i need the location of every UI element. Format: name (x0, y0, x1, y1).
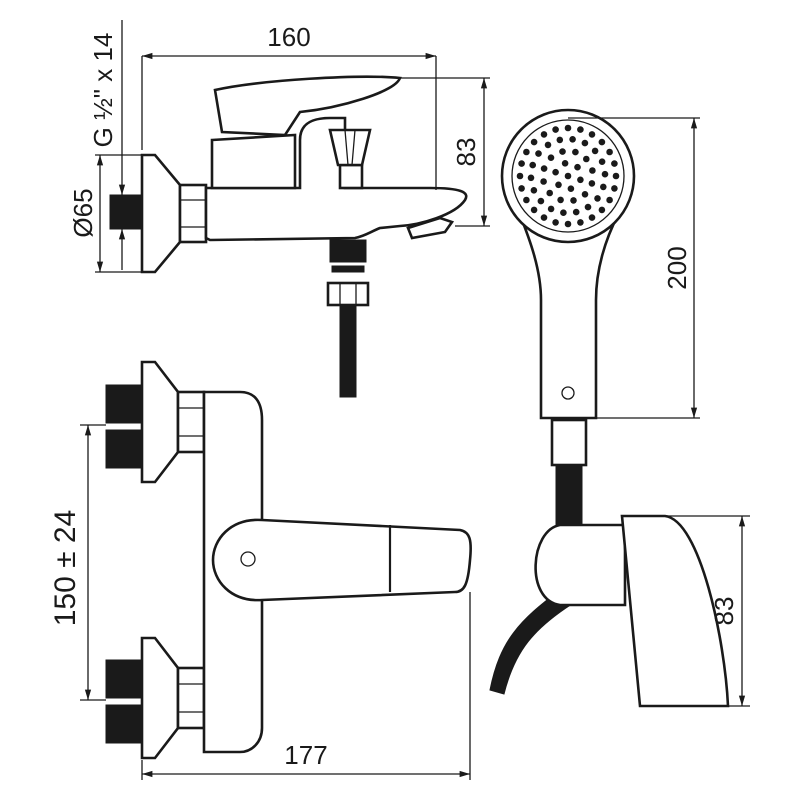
nozzle-dot (564, 124, 572, 132)
nozzle-dot (552, 219, 559, 226)
dim-label-160: 160 (267, 22, 310, 52)
nozzle-dot (584, 203, 592, 211)
nozzle-dot (588, 131, 596, 138)
nozzle-dot (555, 181, 562, 189)
nozzle-dot (581, 191, 589, 198)
nozzle-dot (569, 136, 576, 143)
nozzle-dot (611, 160, 618, 167)
nozzle-dot (577, 126, 584, 133)
nozzle-dot (530, 138, 538, 146)
nozzle-dot (547, 205, 555, 213)
dim-thread: G ½" x 14 (88, 20, 126, 270)
nozzle-dot (535, 150, 542, 157)
nozzle-dot (591, 147, 599, 155)
nozzle-dot (588, 214, 596, 221)
nozzle-dot (570, 197, 577, 204)
nozzle-dot (611, 185, 618, 192)
nozzle-dot (598, 158, 606, 165)
nozzle-dot (601, 170, 609, 178)
dim-holder-height: 83 (665, 515, 750, 707)
nozzle-dot (564, 172, 572, 180)
nozzle-dot (577, 219, 584, 226)
nozzle-dot (598, 138, 606, 146)
faucet-side-view (109, 75, 468, 398)
nozzle-dot (606, 148, 613, 156)
nozzle-dot (559, 148, 566, 155)
holder-height-label: 83 (709, 597, 739, 626)
thread-label: G ½" x 14 (88, 33, 118, 148)
faucet-front-view (105, 360, 472, 760)
nozzle-dot (588, 180, 596, 187)
nozzle-dot (572, 148, 579, 156)
nozzle-dot (540, 131, 548, 138)
nozzle-dot (572, 208, 580, 216)
nozzle-dot (540, 178, 547, 185)
dim-label-83-top: 83 (451, 138, 481, 167)
nozzle-dot (552, 126, 559, 133)
dim-centers: 150 ± 24 (49, 424, 106, 701)
dim-shower-length: 200 (568, 117, 700, 419)
nozzle-dot (600, 183, 607, 191)
nozzle-dot (540, 165, 548, 172)
nozzle-dot (518, 185, 525, 192)
nozzle-dot (523, 148, 530, 156)
nozzle-dot (598, 206, 606, 214)
nozzle-dot (577, 176, 584, 184)
nozzle-dot (583, 155, 590, 163)
nozzle-dot (537, 197, 545, 205)
nozzle-dot (547, 154, 555, 161)
nozzle-dot (552, 168, 559, 176)
nozzle-dot (567, 185, 575, 192)
nozzle-dot (516, 172, 524, 180)
dim-width-bottom: 177 (141, 592, 471, 780)
nozzle-dot (594, 195, 601, 202)
flange-diameter-label: Ø65 (68, 188, 98, 237)
dim-spout-height: 83 (400, 77, 490, 227)
shower-length-label: 200 (662, 246, 692, 289)
nozzle-dot (518, 160, 525, 167)
nozzle-dot (606, 196, 613, 204)
nozzle-dot (523, 196, 530, 204)
nozzle-dot (564, 220, 572, 228)
nozzle-dot (546, 189, 553, 197)
nozzle-dot (527, 174, 535, 182)
nozzle-dot (561, 160, 569, 167)
dim-label-177: 177 (284, 740, 327, 770)
nozzle-dot (560, 209, 567, 216)
nozzle-dot (540, 214, 548, 221)
nozzle-dot (589, 167, 596, 174)
nozzle-dot (581, 139, 589, 147)
nozzle-dot (574, 163, 581, 171)
nozzle-dot (530, 206, 538, 214)
shower-nozzles (516, 124, 620, 228)
shower-holder (489, 514, 730, 708)
nozzle-dot (544, 141, 552, 149)
nozzle-dot (529, 161, 536, 169)
dim-flange-diameter: Ø65 (68, 154, 142, 273)
hand-shower (500, 108, 636, 526)
nozzle-dot (612, 172, 620, 180)
nozzle-dot (557, 196, 564, 204)
dim-width-top: 160 (141, 22, 437, 190)
centers-label: 150 ± 24 (49, 510, 82, 627)
nozzle-dot (530, 187, 538, 194)
nozzle-dot (556, 136, 564, 144)
